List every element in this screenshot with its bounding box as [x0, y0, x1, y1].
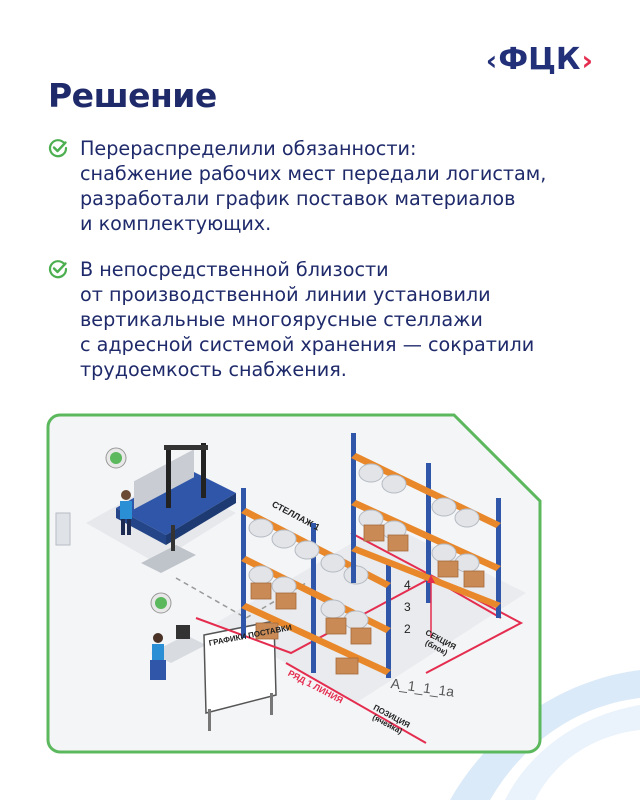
bullet-item: В непосредственной близости от производс… [48, 257, 534, 382]
bullet-item: Перераспределили обязанности: снабжение … [48, 136, 546, 236]
logo-right-mark: › [581, 43, 593, 77]
check-circle-icon [48, 139, 68, 158]
warehouse-illustration: СТЕЛЛАЖ 1 ГРАФИКИ ПОСТАВКИ РЯД 1 ЛИНИЯ 4… [46, 413, 542, 754]
check-circle-icon [48, 260, 68, 279]
level-label: 3 [404, 600, 411, 614]
brand-logo: ‹ ФЦК › [485, 42, 593, 77]
warehouse-scene [46, 413, 542, 754]
bullet-text: В непосредственной близости от производс… [80, 258, 535, 381]
level-label: 2 [404, 622, 411, 636]
page-title: Решение [48, 76, 217, 115]
level-label: 4 [404, 578, 411, 592]
corner-swoosh-decoration [450, 670, 640, 800]
bullet-text: Перераспределили обязанности: снабжение … [80, 137, 547, 235]
logo-text: ФЦК [498, 42, 581, 77]
logo-left-mark: ‹ [485, 43, 498, 77]
storage-rack-back [351, 433, 501, 618]
